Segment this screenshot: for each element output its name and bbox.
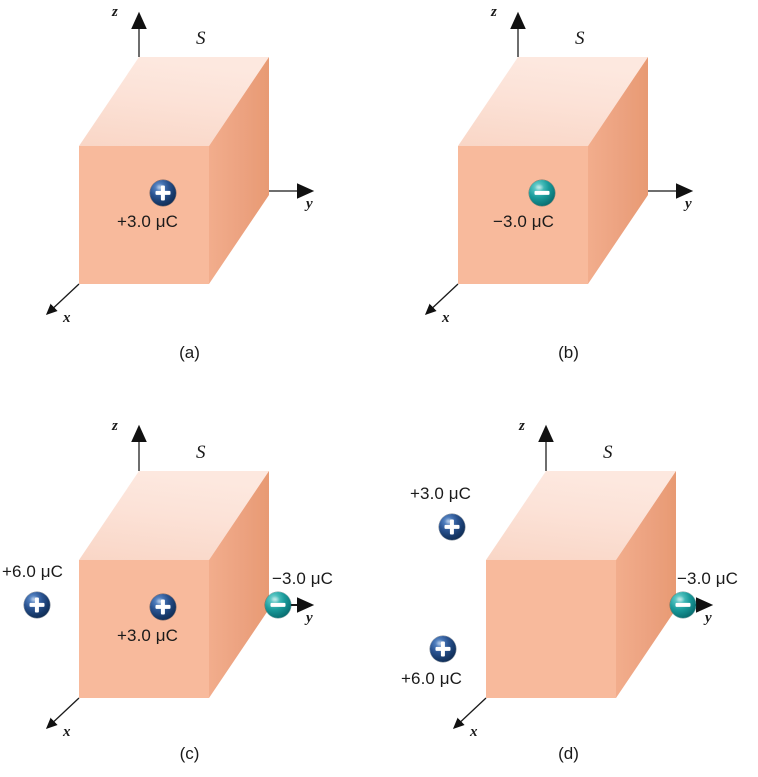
cube-top-face [486, 471, 676, 560]
panel-caption-b: (b) [558, 343, 579, 362]
panel-d: z y x S +3.0 μC +6.0 μC −3.0 μC (d) [379, 389, 758, 777]
charge-sphere-outside-left-positive [24, 592, 50, 618]
plus-icon-vertical [34, 597, 40, 613]
y-axis-label: y [685, 196, 692, 212]
panel-c: z y x S +6.0 μC +3.0 μC −3.0 μC (c) [0, 389, 379, 777]
charge-label-outside-right: −3.0 μC [677, 569, 739, 588]
minus-icon [675, 602, 691, 608]
cube-right-face [209, 57, 269, 284]
y-axis-label: y [306, 196, 313, 212]
cube-right-face [209, 471, 269, 698]
x-axis-line [452, 697, 487, 729]
charge-label-outside-right: −3.0 μC [272, 569, 334, 588]
panel-caption-a: (a) [179, 343, 200, 362]
x-axis-label: x [442, 310, 450, 326]
plus-icon-vertical [440, 641, 446, 657]
minus-icon [534, 190, 550, 196]
y-axis-label: y [705, 610, 712, 626]
cube-top-face [79, 471, 269, 560]
charge-label-inside: −3.0 μC [493, 212, 555, 231]
x-axis-label: x [470, 724, 478, 740]
x-axis-label: x [63, 310, 71, 326]
charge-sphere-positive [150, 180, 176, 206]
plus-icon-vertical [449, 519, 455, 535]
charge-label-inside: +3.0 μC [117, 626, 179, 645]
charge-label-outside-upper-left: +3.0 μC [410, 484, 472, 503]
panel-a: z y x S +3.0 μC (a) [0, 0, 379, 388]
minus-icon [270, 602, 286, 608]
y-axis-label: y [306, 610, 313, 626]
cube-right-face [588, 57, 648, 284]
charge-sphere-outside-right-negative [670, 592, 696, 618]
cube-front-face [79, 146, 209, 284]
x-axis-line [45, 283, 80, 315]
cube-front-face [79, 560, 209, 698]
panel-c-graphic [45, 424, 315, 729]
z-axis-label: z [112, 418, 118, 434]
charge-label-outside-lower-left: +6.0 μC [401, 669, 463, 688]
cube-front-face [486, 560, 616, 698]
panel-b-graphic [424, 11, 694, 315]
cube-top-face [79, 57, 269, 146]
panel-caption-c: (c) [179, 744, 200, 763]
panel-caption-d: (d) [558, 744, 579, 763]
surface-label-S: S [196, 28, 206, 49]
x-axis-label: x [63, 724, 71, 740]
panel-d-graphic [452, 424, 714, 729]
charge-label-outside-left: +6.0 μC [2, 562, 64, 581]
plus-icon-vertical [160, 599, 166, 615]
surface-label-S: S [575, 28, 585, 49]
x-axis-line [424, 283, 459, 315]
z-axis-label: z [519, 418, 525, 434]
panel-a-graphic [45, 11, 315, 315]
cube-right-face [616, 471, 676, 698]
plus-icon-vertical [160, 185, 166, 201]
charge-sphere-outside-right-negative [265, 592, 291, 618]
z-axis-label: z [491, 4, 497, 20]
cube-top-face [458, 57, 648, 146]
surface-label-S: S [196, 442, 206, 463]
surface-label-S: S [603, 442, 613, 463]
panel-b: z y x S −3.0 μC (b) [379, 0, 758, 388]
x-axis-line [45, 697, 80, 729]
charge-sphere-outside-lower-left-positive [430, 636, 456, 662]
charge-sphere-inside-positive [150, 594, 176, 620]
charge-label-inside: +3.0 μC [117, 212, 179, 231]
cube-front-face [458, 146, 588, 284]
charge-sphere-negative [529, 180, 555, 206]
z-axis-label: z [112, 4, 118, 20]
charge-sphere-outside-upper-left-positive [439, 514, 465, 540]
